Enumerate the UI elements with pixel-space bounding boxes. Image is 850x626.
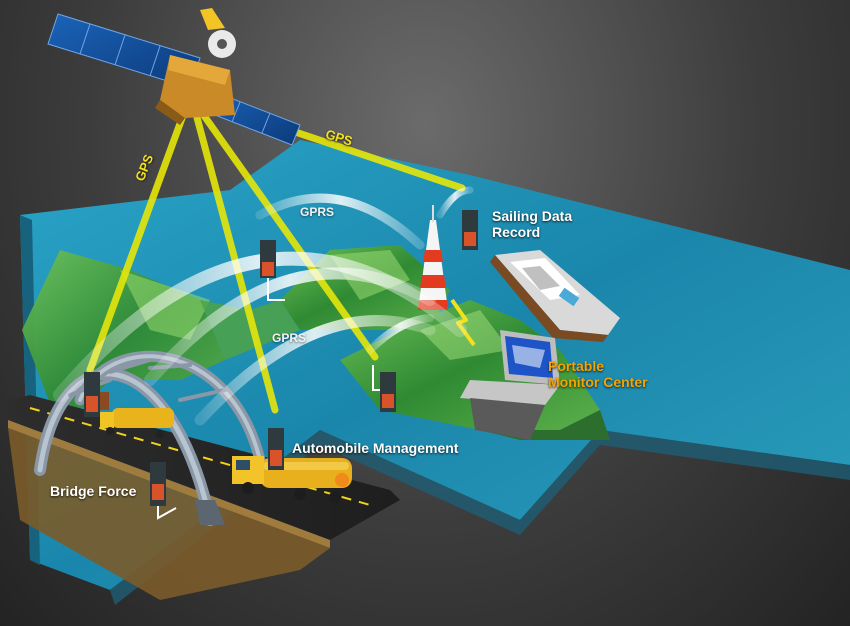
road [8,395,400,600]
gps-unit-icon [372,365,396,412]
automobile-management-label: Automobile Management [292,440,459,456]
gps-unit-icon [260,240,285,301]
sailing-data-record-label: Sailing Data Record [492,208,573,241]
gps-unit-icon [268,428,284,470]
ship-icon [490,250,620,342]
gps-unit-icon [150,462,177,520]
gps-unit-icon [84,372,109,417]
gps-unit-icon [462,210,478,250]
truck-icon [232,456,352,503]
laptop-icon [460,330,560,440]
bridge-force-label: Bridge Force [50,483,137,499]
gprs-label-top: GPRS [300,205,335,219]
gprs-label-mid: GPRS [272,331,307,345]
satellite-icon [47,8,301,146]
portable-monitor-center-label: Portable Monitor Center [548,358,648,391]
truck-icon [100,408,174,438]
